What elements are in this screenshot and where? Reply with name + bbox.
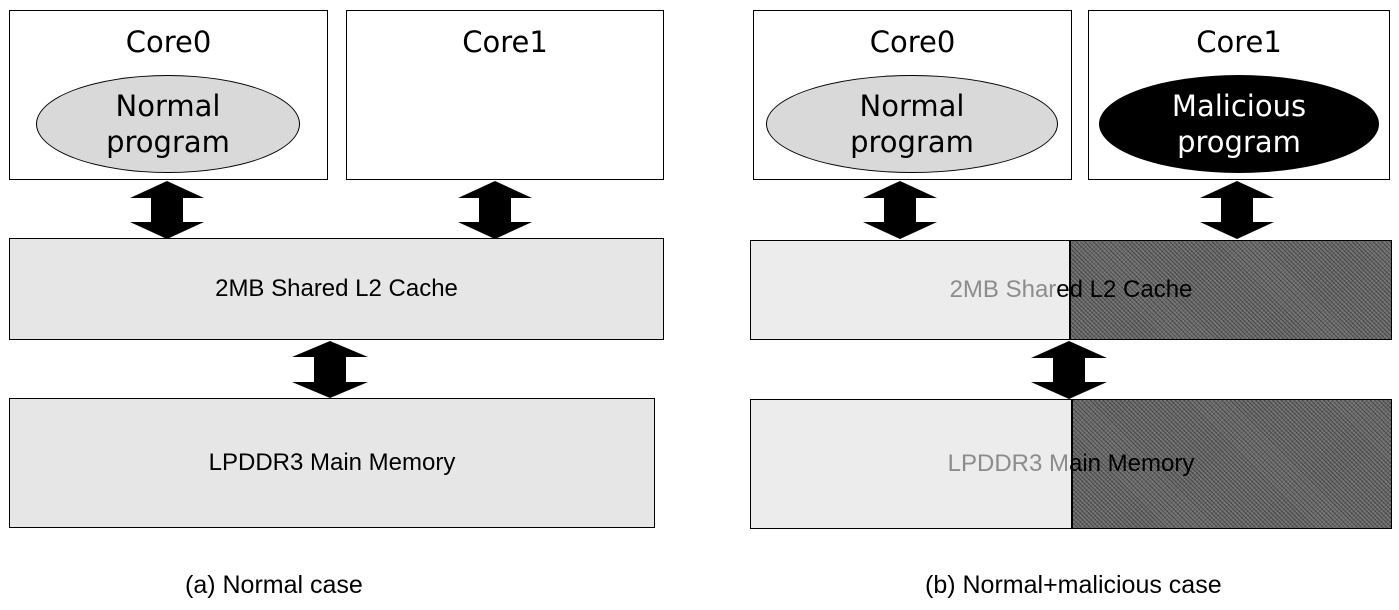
- program-label-line2: program: [1177, 125, 1301, 159]
- shared-l2-cache: 2MB Shared L2 Cache: [9, 238, 664, 340]
- core0-title: Core0: [869, 25, 956, 59]
- malicious-memory-partition: [1071, 400, 1391, 528]
- arrow-core1-cache: [458, 181, 532, 239]
- program-label-line2: program: [850, 125, 974, 159]
- arrow-core0-cache: [130, 181, 204, 239]
- cache-label-left: 2MB Shar: [949, 276, 1057, 303]
- core0-box: Core0 Normal program: [9, 10, 328, 180]
- arrow-cache-memory: [1031, 341, 1107, 399]
- cache-label-right: ed L2 Cache: [1056, 276, 1193, 303]
- caption-b: (b) Normal+malicious case: [925, 571, 1222, 599]
- malicious-program-ellipse: Malicious program: [1099, 75, 1379, 173]
- arrow-core0-cache: [863, 181, 937, 239]
- main-memory: LPDDR3 Main Memory: [9, 398, 655, 528]
- arrow-core1-cache: [1200, 181, 1274, 239]
- normal-program-ellipse: Normal program: [36, 75, 300, 173]
- program-label-line1: Malicious: [1171, 89, 1307, 123]
- core0-box: Core0 Normal program: [753, 10, 1072, 180]
- memory-label-right: ain Memory: [1068, 450, 1195, 477]
- core0-title: Core0: [125, 25, 212, 59]
- cache-label: 2MB Shared L2 Cache: [215, 275, 458, 302]
- core1-box: Core1: [346, 10, 664, 180]
- caption-a: (a) Normal case: [185, 571, 363, 599]
- program-label-line2: program: [106, 125, 230, 159]
- malicious-cache-partition: [1069, 241, 1391, 339]
- core1-title: Core1: [1196, 25, 1282, 59]
- memory-label: LPDDR3 Main Memory: [208, 449, 456, 476]
- arrow-cache-memory: [292, 341, 368, 398]
- memory-label-left: LPDDR3 M: [947, 450, 1069, 477]
- core1-title: Core1: [462, 25, 548, 59]
- program-label-line1: Normal: [115, 89, 221, 123]
- normal-program-ellipse: Normal program: [766, 75, 1058, 173]
- program-label-line1: Normal: [859, 89, 965, 123]
- core1-box: Core1 Malicious program: [1088, 10, 1390, 180]
